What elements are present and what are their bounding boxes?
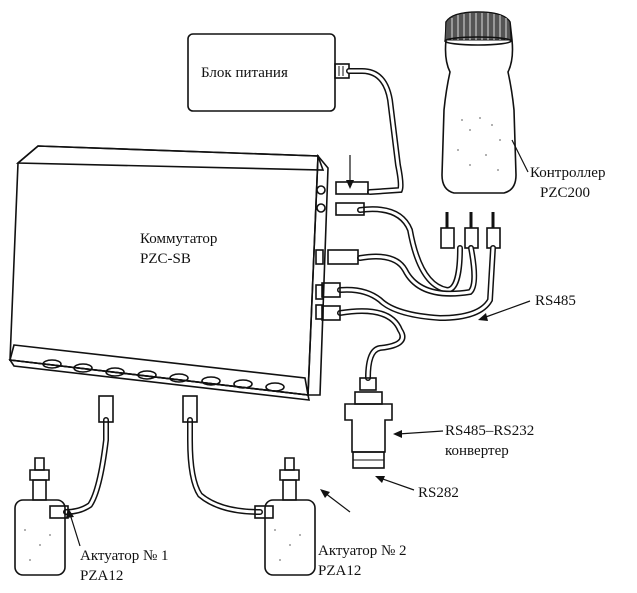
actuator2-label-line1: Актуатор № 2 <box>318 543 407 559</box>
converter-label-line1: RS485–RS232 <box>445 423 534 439</box>
switch-side-ports <box>316 186 325 319</box>
switch-label-line2: PZC-SB <box>140 251 191 267</box>
actuator1-label-line1: Актуатор № 1 <box>80 548 169 564</box>
switch-plugs <box>322 182 368 320</box>
switch-box: Коммутатор PZC-SB <box>10 146 328 400</box>
converter-label-line2: конвертер <box>445 443 509 459</box>
power-supply: Блок питания <box>188 34 349 111</box>
bottom-plugs <box>99 396 197 422</box>
actuator-2 <box>255 458 315 575</box>
power-supply-label: Блок питания <box>201 65 288 81</box>
converter <box>345 378 392 468</box>
switch-label-line1: Коммутатор <box>140 231 217 247</box>
controller-label-line1: Контроллер <box>530 165 605 181</box>
actuator-1 <box>15 458 68 575</box>
cables <box>66 71 493 512</box>
controller-label-line2: PZC200 <box>540 185 590 201</box>
actuator2-label-line2: PZA12 <box>318 563 361 579</box>
controller: Контроллер PZC200 <box>442 12 605 201</box>
rs485-label: RS485 <box>535 293 576 309</box>
rs282-label: RS282 <box>418 485 459 501</box>
switch-bottom-ports <box>43 360 284 391</box>
actuator1-label-line2: PZA12 <box>80 568 123 584</box>
controller-plugs <box>441 212 500 248</box>
